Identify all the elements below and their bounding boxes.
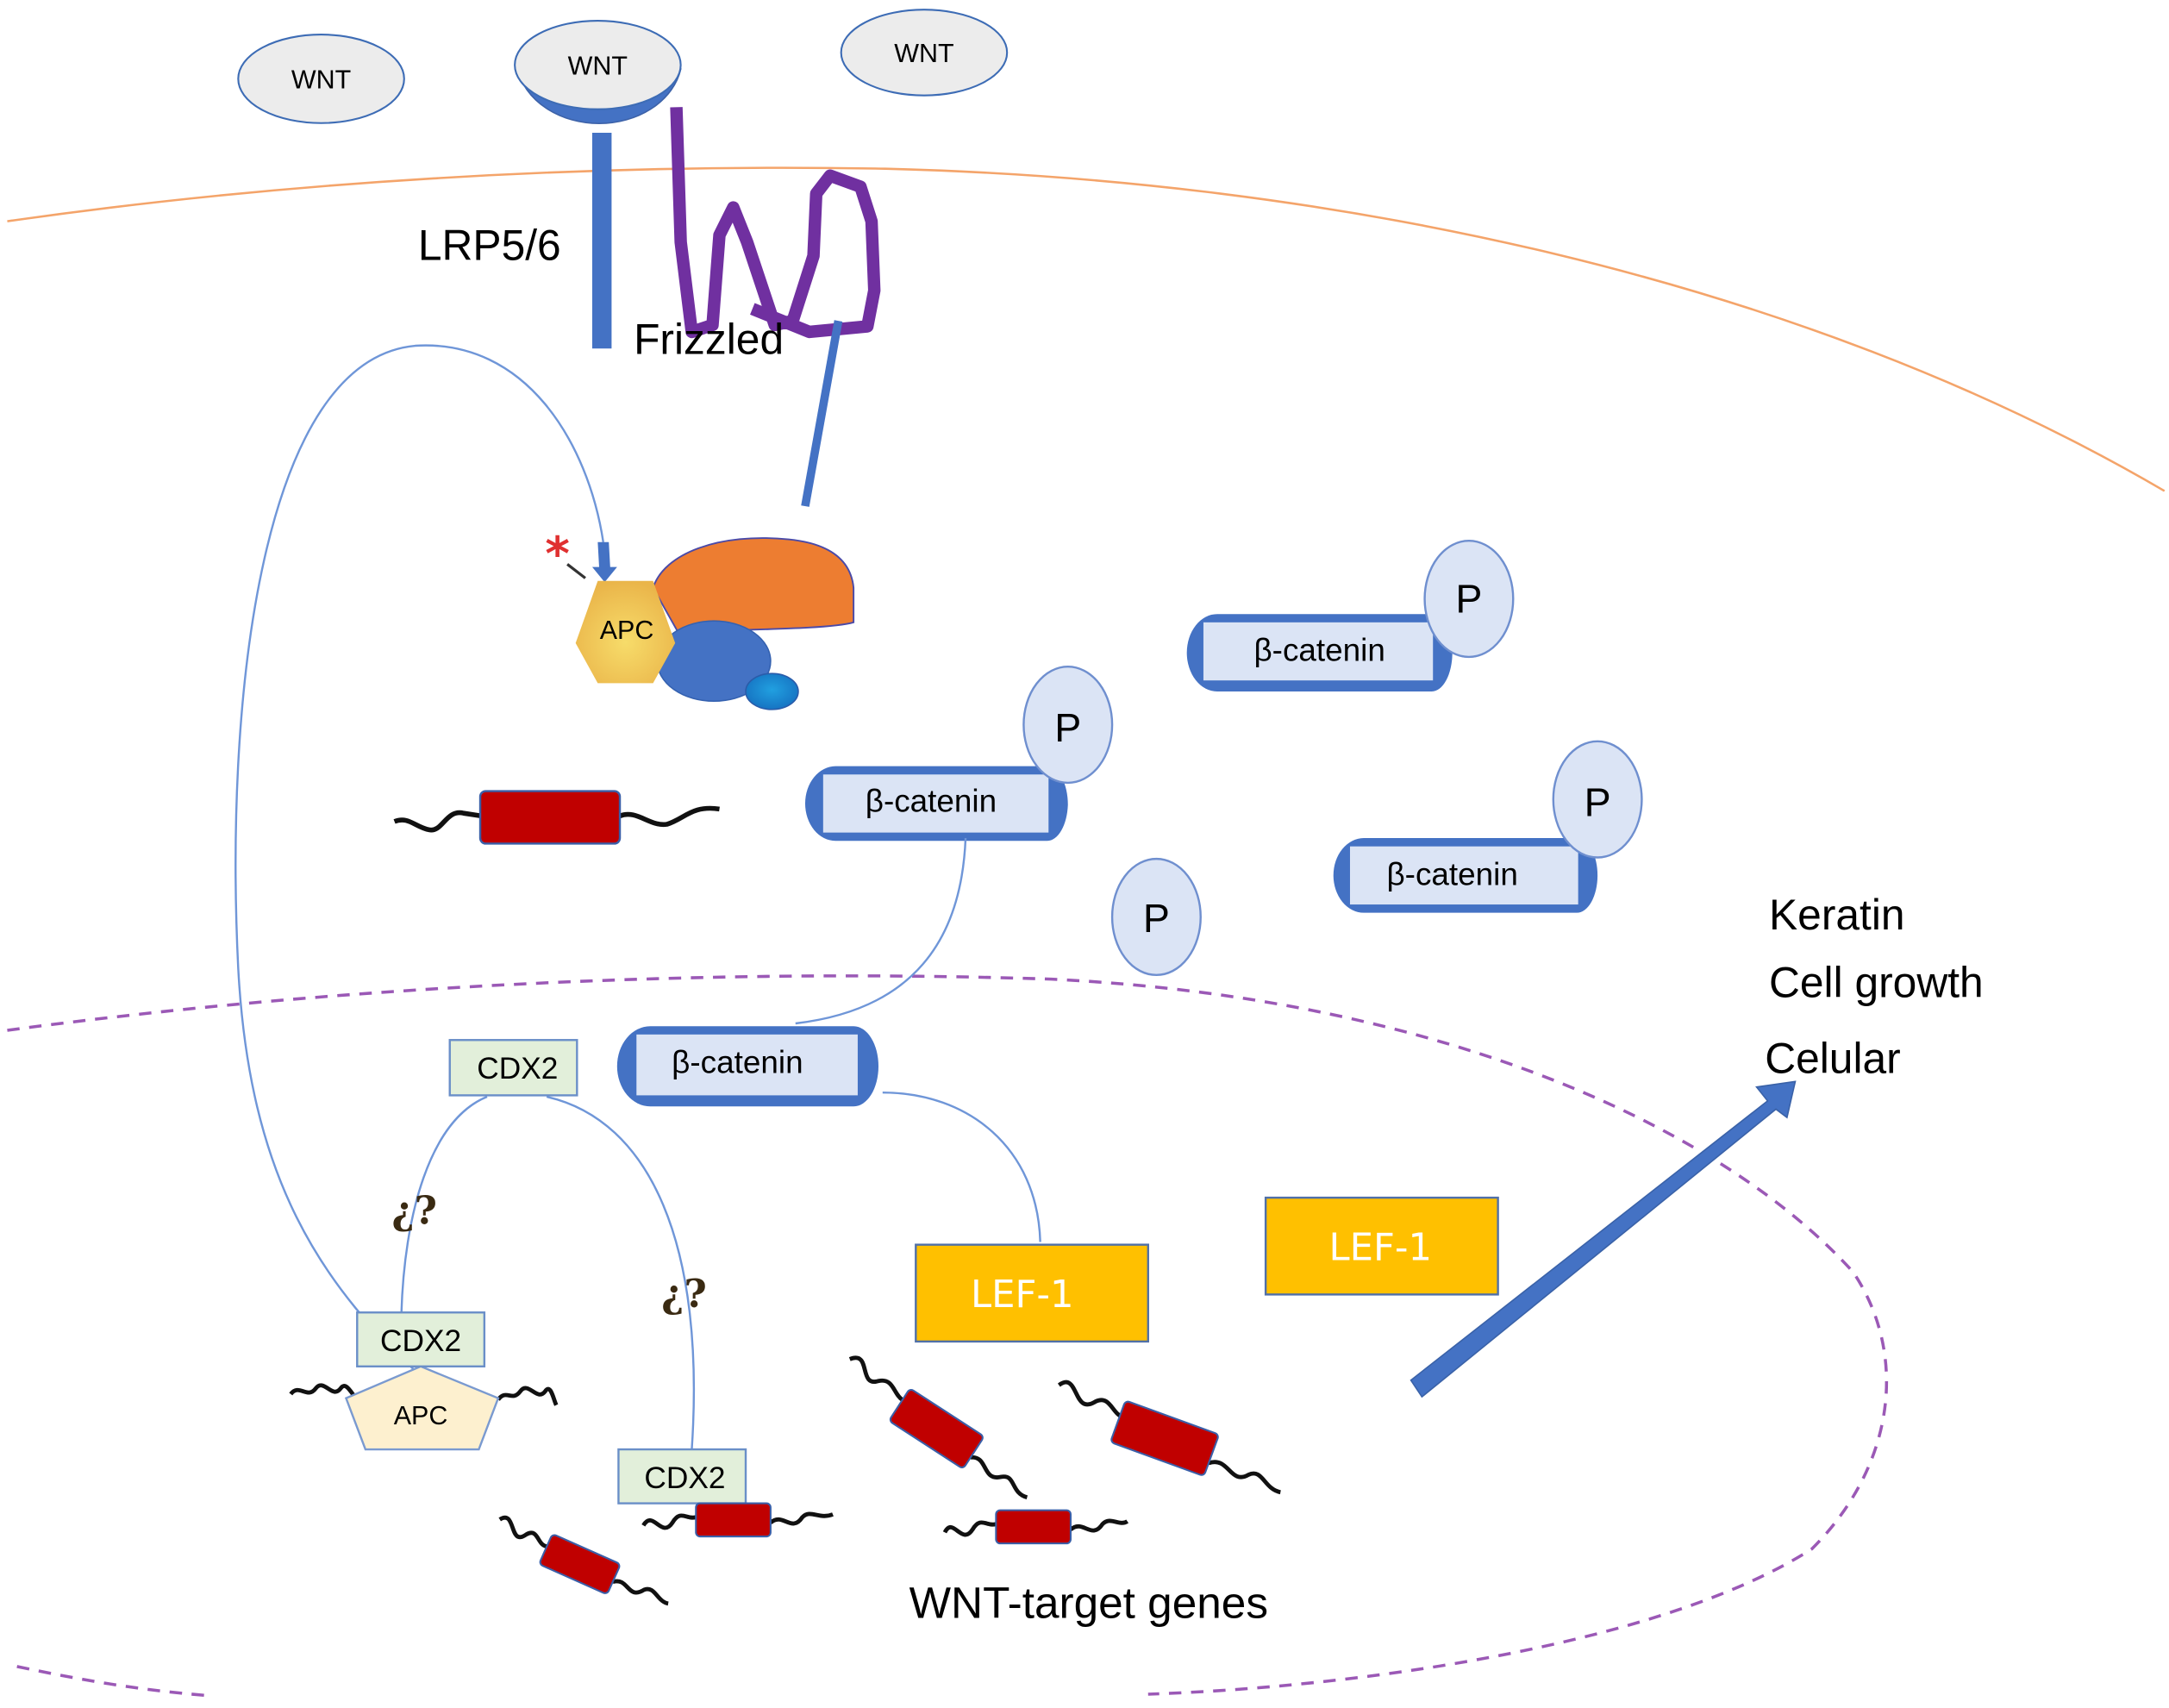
unknown-marker: ¿?: [661, 1271, 707, 1317]
phosphate-label: P: [1585, 779, 1611, 824]
phosphate-icon: [1423, 539, 1515, 659]
nuclear-envelope-bottom-left: [16, 1665, 209, 1698]
beta-catenin-phosphorylated: P β-catenin: [804, 665, 1114, 841]
free-phosphate: P: [1110, 857, 1202, 977]
frizzled-tail: [801, 320, 843, 507]
apc-pentagon-complex: APC CDX2: [289, 1311, 559, 1451]
cell-membrane: [7, 166, 2166, 492]
unknown-marker: ¿?: [391, 1188, 437, 1234]
catenin-lef-connector: [882, 1091, 1041, 1242]
lrp-label: LRP5/6: [418, 222, 561, 270]
cdx2-label: CDX2: [477, 1052, 558, 1085]
frizzled-receptor: [670, 107, 881, 339]
apc-label: APC: [600, 616, 654, 645]
translocation-connector: [795, 838, 967, 1025]
wnt-label: WNT: [291, 66, 351, 95]
cdx2-connector-left: [400, 1095, 488, 1314]
outcome-celular: Celular: [1765, 1035, 1901, 1083]
cdx2-connector-right: [546, 1095, 696, 1450]
phosphate-icon: [1552, 740, 1643, 859]
cdx2-box: CDX2: [448, 1039, 578, 1097]
wnt-ligand: WNT: [840, 9, 1009, 97]
inhibition-line: [566, 563, 586, 579]
frizzled-label: Frizzled: [634, 316, 784, 364]
beta-catenin-label: β-catenin: [672, 1045, 803, 1080]
beta-catenin-label: β-catenin: [866, 784, 997, 819]
cdx2-box: CDX2: [617, 1448, 747, 1505]
target-genes-label: WNT-target genes: [909, 1579, 1268, 1628]
target-gene: [942, 1509, 1129, 1545]
cdx2-label: CDX2: [380, 1324, 461, 1358]
wnt-label: WNT: [568, 52, 628, 81]
beta-catenin-nuclear: β-catenin: [616, 1026, 878, 1107]
lef1-label: LEF-1: [971, 1273, 1074, 1317]
beta-catenin-phosphorylated: P β-catenin: [1333, 740, 1643, 913]
outcome-arrow-icon: [1410, 1080, 1797, 1398]
apc-hexagon: [575, 580, 676, 684]
feedback-arrowhead: [591, 541, 617, 583]
outcome-cell-growth: Cell growth: [1769, 959, 1984, 1007]
outcome-keratin: Keratin: [1769, 891, 1905, 939]
apc-pentagon: [344, 1365, 500, 1451]
beta-catenin-label: β-catenin: [1386, 857, 1517, 892]
feedback-connector: [234, 344, 604, 1387]
apc-label: APC: [394, 1401, 448, 1430]
target-gene: [848, 1355, 1028, 1500]
target-gene: [498, 1515, 669, 1606]
phosphate-label: P: [1143, 896, 1170, 941]
lrp-receptor-stem: [591, 132, 612, 349]
cdx2-label: CDX2: [644, 1461, 725, 1495]
destruction-complex: APC: [575, 537, 855, 710]
wnt-ligand: WNT: [237, 34, 405, 124]
wnt-ligand-bound: WNT: [514, 20, 682, 110]
beta-catenin-phosphorylated: P β-catenin: [1186, 539, 1515, 692]
axin-orange-subunit: [652, 537, 855, 634]
beta-catenin-label: β-catenin: [1253, 633, 1385, 668]
phosphate-icon: [1022, 665, 1114, 785]
lef1-label: LEF-1: [1328, 1226, 1432, 1269]
phosphate-label: P: [1054, 705, 1081, 750]
nuclear-envelope: [7, 974, 1889, 1696]
wnt-label: WNT: [894, 39, 953, 68]
target-gene: [1057, 1380, 1282, 1495]
lef1-box: LEF-1: [915, 1243, 1149, 1343]
asterisk-icon: *: [545, 526, 570, 581]
gene-cytoplasm: [393, 790, 720, 845]
lef1-box: LEF-1: [1264, 1196, 1499, 1296]
phosphate-label: P: [1455, 577, 1482, 622]
ck1-small-subunit: [745, 673, 799, 710]
target-gene: [641, 1502, 834, 1538]
